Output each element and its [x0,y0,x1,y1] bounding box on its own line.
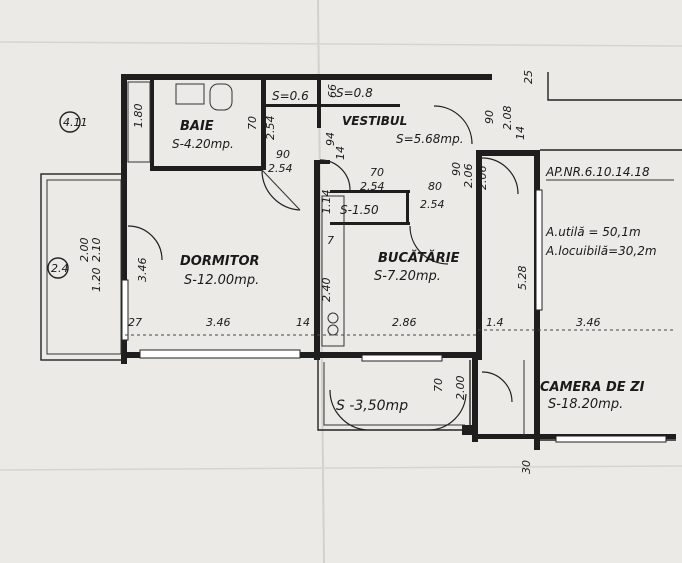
marker-top: 4.11 [63,116,88,129]
vestibul-area: S=5.68mp. [396,132,464,146]
dormitor-area: S-12.00mp. [184,273,259,288]
apartment-info: AP.NR.6.10.14.18 A.utilă = 50,1m A.locui… [545,165,674,258]
living-area: A.locuibilă=30,2m [545,244,657,258]
debara-area: S=0.8 [336,86,373,100]
door-swings [127,105,519,431]
dim-2-54-c: 2.54 [360,180,385,193]
dim-27: 27 [128,316,142,329]
dim-2-54-b: 2.54 [264,116,277,141]
baie-name: BAIE [180,119,214,134]
dim-14-b: 14 [296,316,310,329]
dim-70-c: 70 [432,378,445,392]
balcon-area: S -3,50mp [336,398,408,414]
dim-3-46-b: 3.46 [206,316,231,329]
dim-3-46-a: 3.46 [136,258,149,283]
bucatarie-area: S-7.20mp. [374,269,441,284]
dim-2-54-a: 2.54 [268,162,293,175]
useful-area: A.utilă = 50,1m [545,225,641,239]
camara-area: S-1.50 [340,203,379,217]
vestibul-name: VESTIBUL [342,114,407,128]
dim-2-54-d: 2.54 [420,198,445,211]
dim-30: 30 [520,460,533,474]
dim-80: 80 [428,180,442,193]
dim-2-10: 2.10 [90,238,103,263]
dim-5-28: 5.28 [516,266,529,291]
dormitor-name: DORMITOR [180,254,260,269]
bucatarie-name: BUCĂTĂRIE [378,250,460,266]
wc-area: S=0.6 [272,89,309,103]
apartment-number: AP.NR.6.10.14.18 [545,165,650,179]
dim-1-20: 1.20 [90,268,103,293]
section-markers: 4.11 2.4 [47,111,88,279]
dim-90-c: 90 [450,162,463,176]
dim-94: 94 [324,132,337,146]
room-labels: BAIE S-4.20mp. S=0.6 S=0.8 VESTIBUL S=5.… [172,86,645,414]
dim-1-4: 1.4 [486,316,504,329]
dim-66: 66 [326,84,339,98]
fixtures [125,81,676,436]
dim-1-80: 1.80 [132,104,145,129]
dim-2-06-b: 2.06 [476,166,489,191]
dim-1-14: 1.14 [320,190,333,215]
dim-2-00-b: 2.00 [78,238,91,263]
dim-7: 7 [327,234,334,247]
dim-3-46-c: 3.46 [576,316,601,329]
dim-2-06-a: 2.06 [462,164,475,189]
windows [121,189,667,443]
dim-14-a: 14 [514,126,527,140]
marker-mid: 2.4 [51,262,69,275]
camera-area: S-18.20mp. [548,397,623,412]
dim-90-b: 90 [483,110,496,124]
dimension-labels: 1.80 90 2.54 70 2.54 66 94 90 2.08 14 25… [78,70,601,474]
dim-70-b: 70 [370,166,384,179]
dim-2-08: 2.08 [501,106,514,131]
dim-90-a: 90 [276,148,290,161]
dim-70-a: 70 [246,116,259,130]
camera-name: CAMERA DE ZI [540,380,645,395]
dim-2-00: 2.00 [454,376,467,401]
dim-2-40: 2.40 [320,278,333,303]
baie-area: S-4.20mp. [172,137,234,151]
dim-25: 25 [522,70,535,84]
dim-14-d: 14 [334,146,347,160]
dim-2-86: 2.86 [392,316,417,329]
